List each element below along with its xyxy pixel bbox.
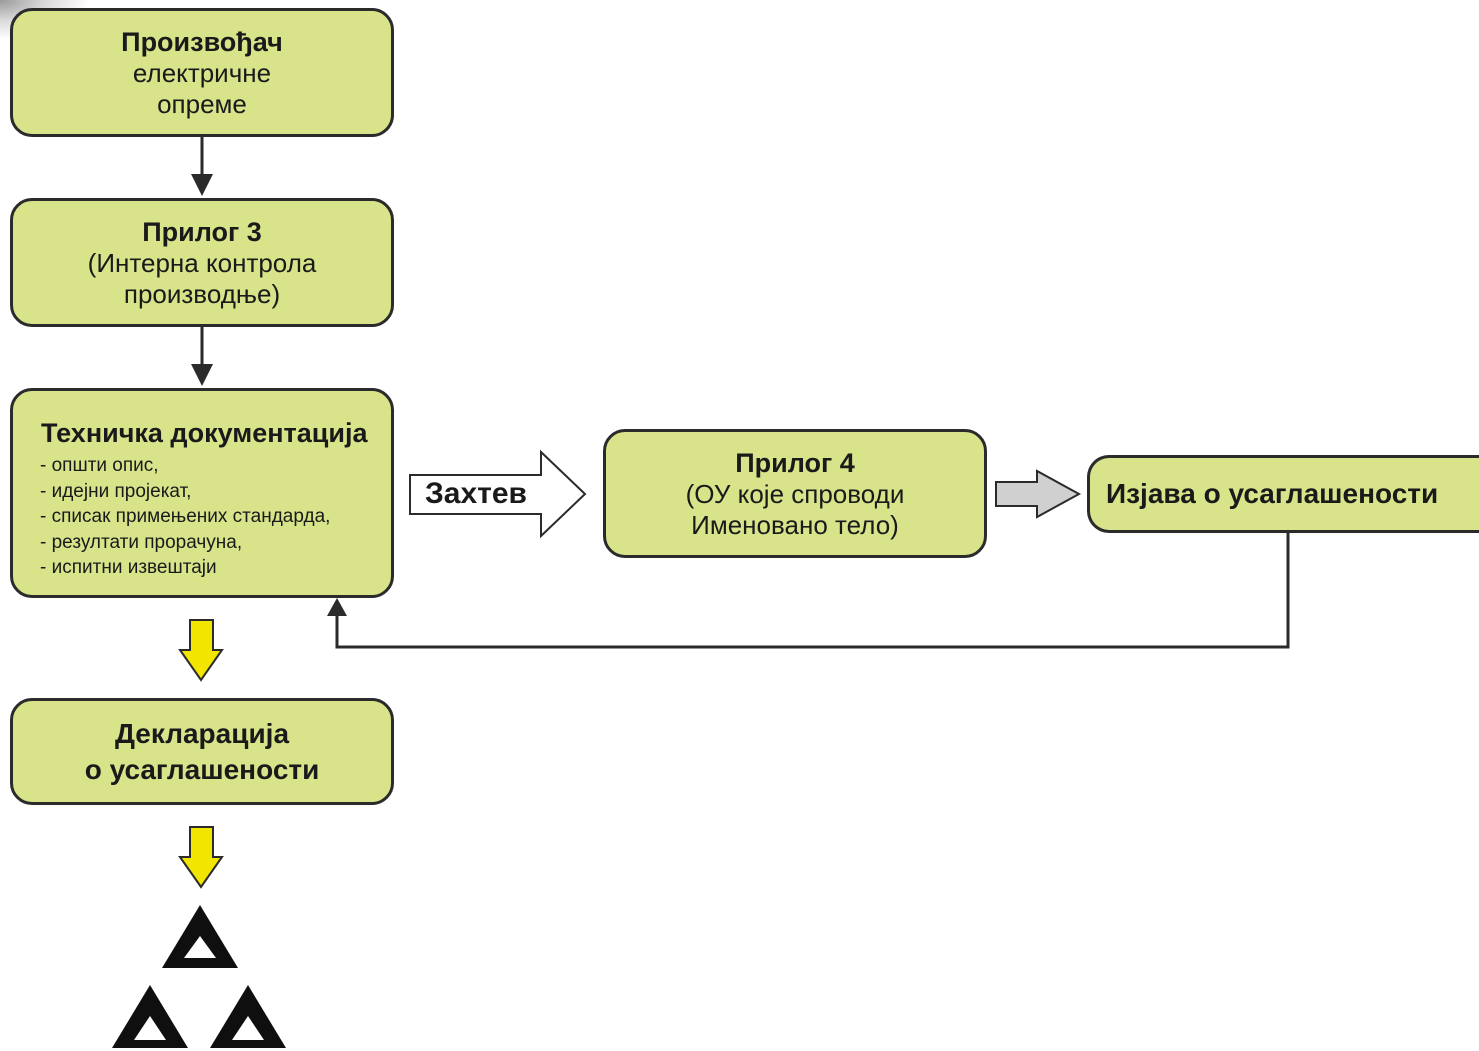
techdoc-item: - испитни извештаји xyxy=(40,557,217,578)
technical-documentation-box: Техничка документација - општи опис, - и… xyxy=(10,388,394,598)
request-label: Захтев xyxy=(425,477,527,510)
manufacturer-line1: електричне xyxy=(132,57,272,88)
yellow-arrow-to-declaration xyxy=(178,619,224,682)
annex3-title: Прилог 3 xyxy=(142,216,262,247)
annex4-line1: (ОУ које спроводи xyxy=(685,478,905,509)
statement-title: Изјава о усаглашености xyxy=(1106,478,1439,509)
annex3-line2: производње) xyxy=(123,278,281,309)
declaration-line2: о усаглашености xyxy=(84,753,320,785)
yellow-arrow-to-mark xyxy=(178,826,224,889)
annex4-box: Прилог 4 (ОУ које спроводи Именовано тел… xyxy=(603,429,987,558)
manufacturer-title: Произвођач xyxy=(121,26,283,57)
techdoc-item: - резултати прорачуна, xyxy=(40,531,243,553)
techdoc-title: Техничка документација xyxy=(41,418,368,448)
annex4-line2: Именовано тело) xyxy=(691,509,899,540)
annex4-title: Прилог 4 xyxy=(735,447,855,478)
techdoc-item: - списак примењених стандарда, xyxy=(40,506,331,527)
statement-box: Изјава о усаглашености xyxy=(1087,455,1479,533)
manufacturer-line2: опреме xyxy=(157,88,247,119)
techdoc-item: - идејни пројекат, xyxy=(40,480,192,502)
declaration-line1: Декларација xyxy=(114,717,290,749)
arrow-annex4-to-statement xyxy=(995,469,1082,519)
techdoc-item: - општи опис, xyxy=(40,455,159,476)
manufacturer-box: Произвођач електричне опреме xyxy=(10,8,394,137)
annex3-box: Прилог 3 (Интерна контрола производње) xyxy=(10,198,394,327)
conformity-mark-logo xyxy=(112,905,286,1048)
arrow-manufacturer-to-annex3 xyxy=(191,137,213,196)
arrow-annex3-to-techdoc xyxy=(191,327,213,386)
annex3-line1: (Интерна контрола xyxy=(87,247,317,278)
declaration-box: Декларација о усаглашености xyxy=(10,698,394,805)
